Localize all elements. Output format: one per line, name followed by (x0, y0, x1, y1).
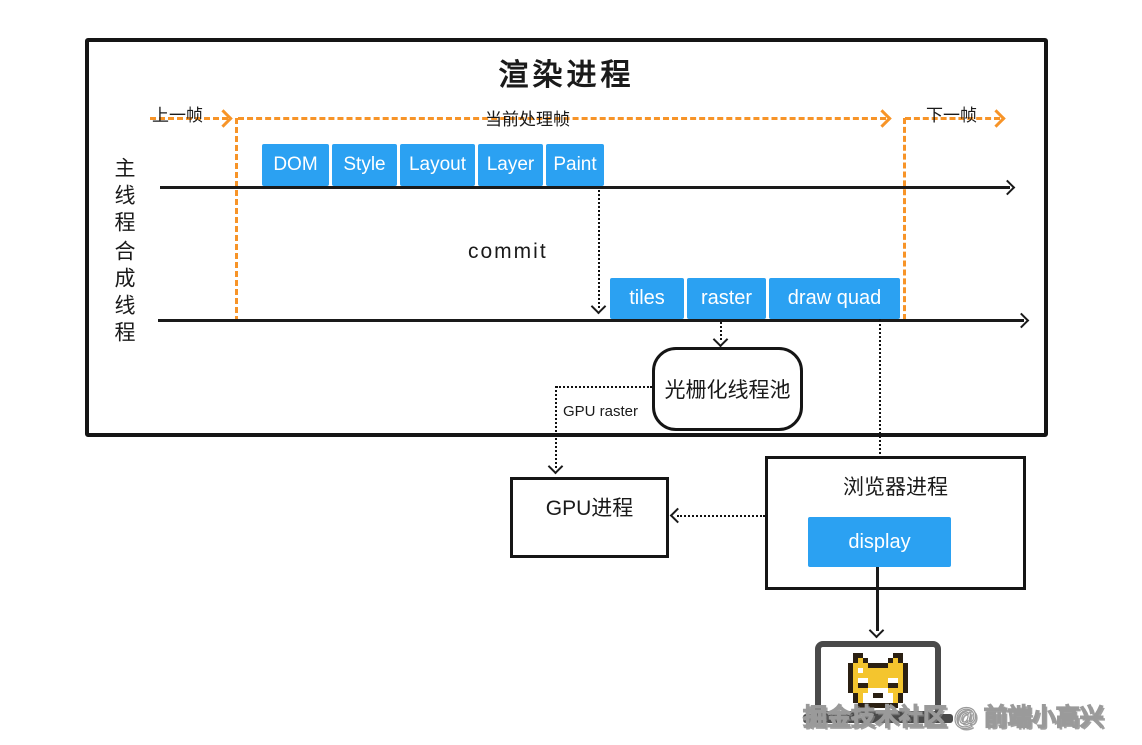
commit-label: commit (468, 240, 548, 263)
prev-frame-label: 上一帧 (152, 106, 203, 125)
frame-end-divider (903, 118, 906, 320)
next-frame-line (905, 117, 1000, 120)
gpu-raster-hline (556, 386, 652, 388)
display-to-laptop-arrow-icon (868, 622, 885, 639)
stage-layout: Layout (400, 144, 475, 186)
current-frame-line (238, 117, 886, 120)
gpu-raster-vline (555, 386, 557, 468)
drawquad-to-display-line (879, 319, 881, 506)
main-thread-line (160, 186, 1010, 189)
browser-process-label: 浏览器进程 (843, 476, 948, 499)
render-process-box (85, 38, 1048, 437)
stage-paint: Paint (546, 144, 604, 186)
raster-to-pool-line (720, 322, 722, 340)
browser-to-gpu-arrow-icon (669, 507, 686, 524)
browser-to-gpu-line (677, 515, 765, 517)
current-frame-label: 当前处理帧 (485, 110, 570, 129)
main-thread-label: 主线程 (112, 157, 135, 238)
diagram-title: 渲染进程 (498, 59, 635, 92)
stage-tiles: tiles (610, 278, 684, 319)
stage-raster: raster (687, 278, 766, 319)
compositor-thread-label: 合成线程 (112, 240, 135, 348)
watermark: 掘金技术社区 @ 前端小高兴 (802, 703, 1104, 731)
raster-pool-box: 光栅化线程池 (652, 347, 803, 431)
gpu-raster-label: GPU raster (563, 403, 639, 420)
prev-frame-line (150, 117, 228, 120)
stage-dom: DOM (262, 144, 329, 186)
frame-start-divider (235, 118, 238, 322)
laptop-base (803, 714, 953, 723)
commit-arrow-line (598, 190, 600, 308)
gpu-process-label: GPU进程 (545, 497, 634, 520)
display-to-laptop-line (876, 567, 879, 631)
compositor-thread-line (158, 319, 1024, 322)
doge-icon (848, 653, 908, 708)
gpu-process-box: GPU进程 (510, 477, 669, 558)
gpu-raster-arrow-icon (547, 458, 564, 475)
display-box: display (808, 517, 951, 567)
stage-draw-quad: draw quad (769, 278, 900, 319)
stage-style: Style (332, 144, 397, 186)
stage-layer: Layer (478, 144, 543, 186)
next-frame-label: 下一帧 (926, 106, 977, 125)
